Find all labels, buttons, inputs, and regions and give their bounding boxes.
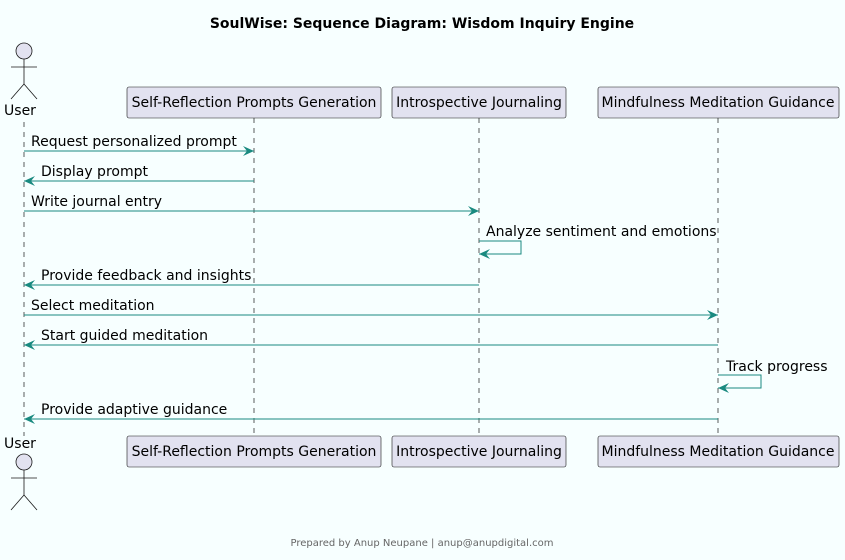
- lifelines: [23, 118, 719, 436]
- message-4-self: Analyze sentiment and emotions: [479, 224, 717, 259]
- footer-credit: Prepared by Anup Neupane | anup@anupdigi…: [290, 538, 553, 549]
- participant-meditation-top: Mindfulness Meditation Guidance: [597, 86, 840, 119]
- message-label: Display prompt: [41, 164, 148, 180]
- actor-user-bottom: User: [4, 436, 38, 511]
- participant-meditation-bottom: Mindfulness Meditation Guidance: [597, 435, 840, 468]
- message-7: Start guided meditation: [24, 328, 718, 350]
- message-label: Provide adaptive guidance: [41, 402, 227, 418]
- message-arrow: [718, 374, 762, 393]
- message-label: Analyze sentiment and emotions: [486, 224, 717, 240]
- message-5: Provide feedback and insights: [24, 268, 479, 290]
- participant-label: Self-Reflection Prompts Generation: [132, 95, 377, 111]
- actor-label-bottom: User: [4, 436, 36, 452]
- message-label: Request personalized prompt: [31, 134, 237, 150]
- message-label: Write journal entry: [31, 194, 162, 210]
- participant-label: Introspective Journaling: [396, 444, 562, 460]
- message-9: Provide adaptive guidance: [24, 402, 718, 424]
- actor-head-icon: [15, 42, 33, 60]
- participant-label: Introspective Journaling: [396, 95, 562, 111]
- message-1: Request personalized prompt: [24, 134, 254, 156]
- message-3: Write journal entry: [24, 194, 479, 216]
- message-arrow: [479, 240, 522, 259]
- participant-journaling-bottom: Introspective Journaling: [391, 435, 567, 468]
- actor-head-icon: [15, 453, 33, 471]
- participant-label: Self-Reflection Prompts Generation: [132, 444, 377, 460]
- participant-label: Mindfulness Meditation Guidance: [601, 444, 834, 460]
- actor-label-top: User: [4, 103, 36, 119]
- message-label: Provide feedback and insights: [41, 268, 251, 284]
- message-label: Start guided meditation: [41, 328, 208, 344]
- message-8-self: Track progress: [718, 359, 828, 393]
- participant-label: Mindfulness Meditation Guidance: [601, 95, 834, 111]
- message-label: Track progress: [725, 359, 828, 375]
- actor-user-top: User: [4, 42, 38, 119]
- message-6: Select meditation: [24, 298, 718, 320]
- participant-self-reflection-bottom: Self-Reflection Prompts Generation: [126, 435, 382, 468]
- message-2: Display prompt: [24, 164, 254, 186]
- participant-journaling-top: Introspective Journaling: [391, 86, 567, 119]
- diagram-title: SoulWise: Sequence Diagram: Wisdom Inqui…: [210, 16, 634, 32]
- message-label: Select meditation: [31, 298, 155, 314]
- participant-self-reflection-top: Self-Reflection Prompts Generation: [126, 86, 382, 119]
